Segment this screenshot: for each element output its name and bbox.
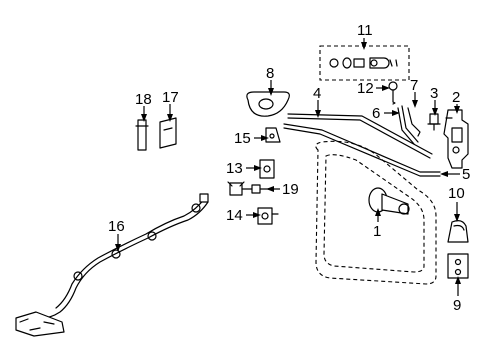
door-bumper-part bbox=[447, 220, 469, 243]
callout-11: 11 bbox=[357, 22, 373, 39]
callout-labels: 11 12 8 4 7 6 3 2 5 15 13 19 14 1 10 9 1… bbox=[108, 22, 470, 314]
door-panel-outline bbox=[315, 140, 437, 285]
upper-hinge-part bbox=[259, 159, 275, 179]
callout-15: 15 bbox=[234, 130, 251, 147]
callout-16: 16 bbox=[108, 218, 125, 235]
callout-4: 4 bbox=[313, 85, 321, 102]
callout-3: 3 bbox=[430, 85, 438, 102]
callout-8: 8 bbox=[266, 65, 274, 82]
callout-13: 13 bbox=[226, 160, 243, 177]
callout-2: 2 bbox=[452, 89, 460, 106]
rod-clip-part bbox=[427, 113, 441, 131]
door-check-part bbox=[227, 181, 275, 196]
lock-actuator-part bbox=[368, 187, 410, 215]
link-rod-part bbox=[397, 105, 419, 145]
wiring-bracket-part bbox=[135, 119, 149, 151]
callout-6: 6 bbox=[372, 105, 380, 122]
callout-10: 10 bbox=[448, 185, 465, 202]
bracket-part bbox=[265, 127, 281, 143]
callout-1: 1 bbox=[373, 223, 381, 240]
callout-19: 19 bbox=[282, 181, 299, 198]
door-latch-part bbox=[443, 109, 469, 169]
striker-part bbox=[447, 253, 469, 279]
leader-lines bbox=[115, 38, 461, 296]
outside-handle-part bbox=[246, 91, 290, 117]
clip-rod-part bbox=[407, 107, 421, 137]
callout-17: 17 bbox=[162, 89, 179, 106]
control-rod-part bbox=[283, 123, 441, 177]
key-part bbox=[388, 81, 398, 105]
wiring-harness-part bbox=[15, 193, 209, 337]
lower-hinge-part bbox=[257, 207, 279, 225]
callout-12: 12 bbox=[357, 80, 374, 97]
callout-14: 14 bbox=[226, 207, 243, 224]
lock-rod-part bbox=[287, 113, 433, 159]
shield-part bbox=[159, 117, 177, 149]
callout-7: 7 bbox=[410, 77, 418, 94]
lock-cylinder-set-part bbox=[319, 45, 410, 81]
callout-18: 18 bbox=[135, 91, 152, 108]
callout-5: 5 bbox=[462, 166, 470, 183]
callout-9: 9 bbox=[453, 297, 461, 314]
